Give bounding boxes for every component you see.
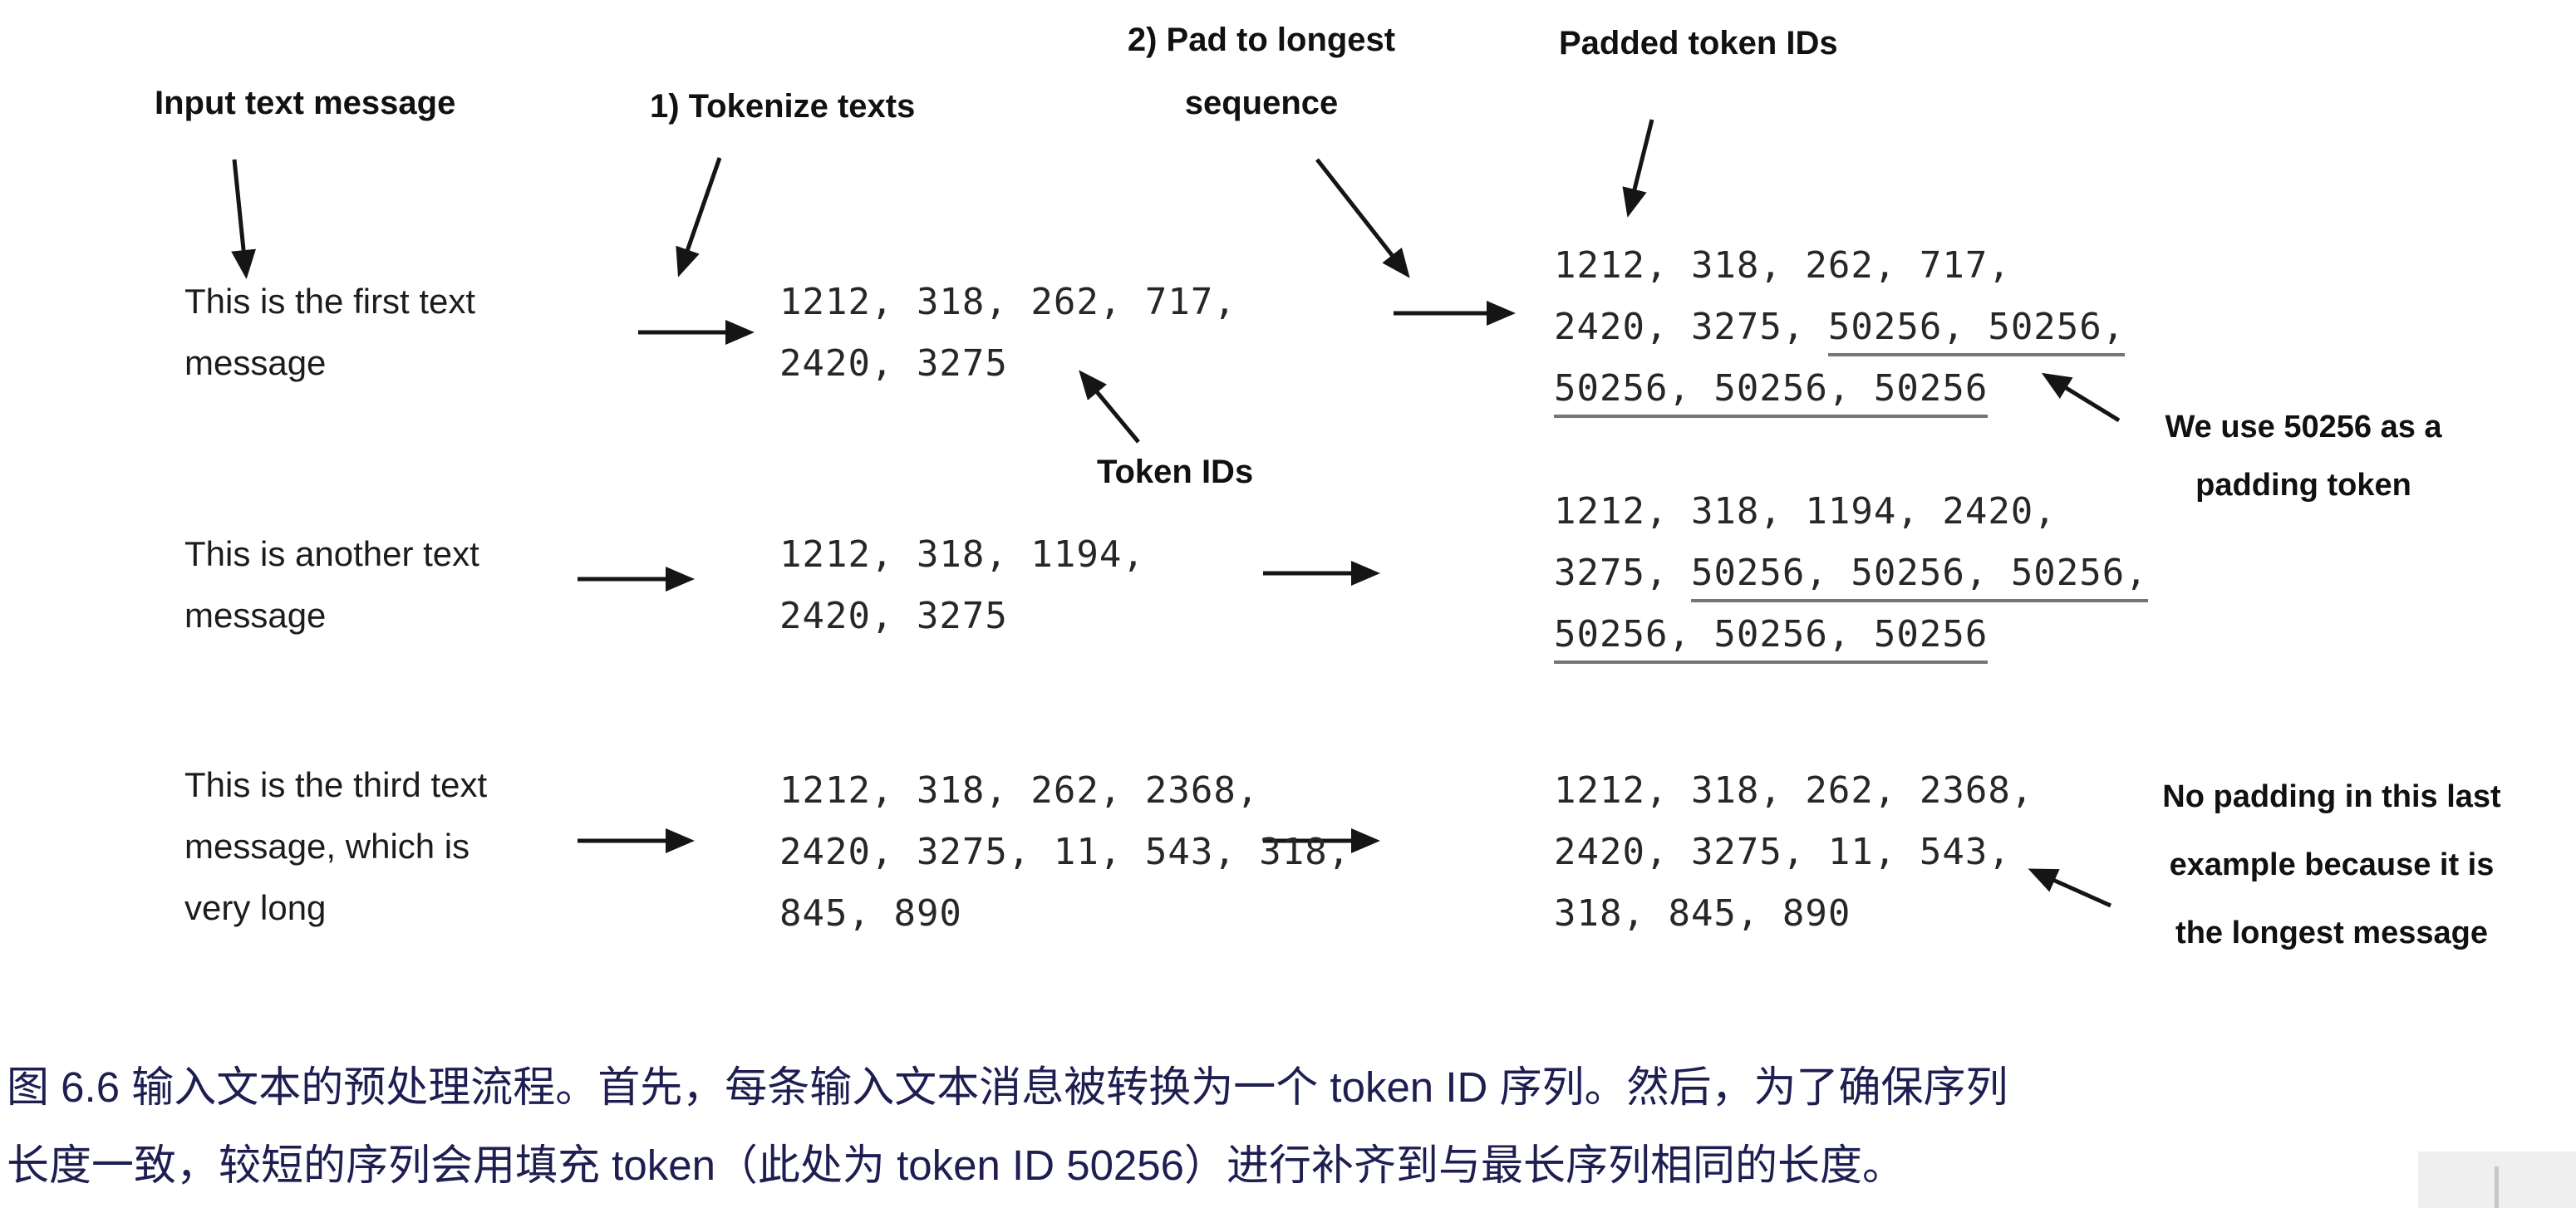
- token-line: 1212, 318, 1194, 2420,: [1554, 490, 2057, 533]
- figure-caption: 图 6.6 输入文本的预处理流程。首先，每条输入文本消息被转换为一个 token…: [7, 1048, 2008, 1205]
- arrow-tokenize-down: [676, 157, 722, 277]
- padding-tokens-underlined: 50256, 50256,: [1827, 306, 2126, 356]
- label-tokenize-texts: 1) Tokenize texts: [650, 88, 916, 125]
- arrow-no-padding-note: [2028, 868, 2112, 908]
- text-line: This is another text: [184, 534, 479, 573]
- token-ids-2: 1212, 318, 1194, 2420, 3275: [779, 524, 1145, 647]
- label-pad-line2: sequence: [1184, 85, 1339, 121]
- text-line: message: [184, 596, 327, 635]
- token-line: 845, 890: [779, 892, 962, 935]
- annotation-padding-token: We use 50256 as a padding token: [2079, 398, 2528, 514]
- padding-tokens-underlined: 50256, 50256, 50256,: [1690, 552, 2148, 602]
- arrow-padded-ids-down: [1622, 119, 1654, 218]
- token-line: 50256, 50256, 50256: [1554, 358, 2125, 420]
- text-line: This is the first text: [184, 282, 476, 321]
- padding-tokens-underlined: 50256, 50256, 50256: [1554, 613, 1989, 664]
- text-line: example because it is: [2169, 847, 2495, 882]
- token-line: 1212, 318, 262, 2368,: [1554, 769, 2034, 812]
- label-pad-line1: 2) Pad to longest: [1127, 22, 1396, 58]
- text-line: We use 50256 as a: [2165, 410, 2442, 444]
- token-line: 3275, 50256, 50256, 50256,: [1554, 543, 2148, 604]
- padded-token-ids-3: 1212, 318, 262, 2368, 2420, 3275, 11, 54…: [1554, 760, 2033, 945]
- input-message-2: This is another text message: [184, 523, 479, 646]
- caption-line-1: 图 6.6 输入文本的预处理流程。首先，每条输入文本消息被转换为一个 token…: [7, 1063, 2008, 1111]
- token-line: 318, 845, 890: [1554, 892, 1851, 935]
- text-line: very long: [184, 888, 327, 927]
- token-line: 2420, 3275: [779, 595, 1008, 637]
- token-ids-1: 1212, 318, 262, 717, 2420, 3275: [779, 272, 1236, 395]
- padding-tokens-underlined: 50256, 50256, 50256: [1554, 367, 1989, 418]
- token-line: 50256, 50256, 50256: [1554, 604, 2148, 665]
- token-line: 2420, 3275: [779, 342, 1008, 385]
- padded-token-ids-1: 1212, 318, 262, 717, 2420, 3275, 50256, …: [1554, 235, 2126, 420]
- text-line: message, which is: [184, 827, 470, 866]
- token-line: 2420, 3275, 50256, 50256,: [1554, 297, 2126, 358]
- label-token-ids: Token IDs: [1097, 454, 1254, 490]
- text-line: This is the third text: [184, 765, 488, 804]
- annotation-no-padding: No padding in this last example because …: [2091, 763, 2573, 967]
- cursor-artifact-line: [2495, 1166, 2499, 1208]
- arrow-input-text-down: [231, 159, 256, 279]
- input-message-1: This is the first text message: [184, 271, 475, 394]
- text-line: padding token: [2195, 468, 2411, 503]
- token-line: 2420, 3275, 11, 543,: [1554, 831, 2011, 873]
- token-ids-3: 1212, 318, 262, 2368, 2420, 3275, 11, 54…: [779, 760, 1350, 945]
- arrow-pad-down: [1315, 158, 1410, 278]
- text-line: message: [184, 343, 327, 382]
- text-line: No padding in this last: [2162, 779, 2501, 814]
- label-pad-to-longest: 2) Pad to longest sequence: [1102, 8, 1421, 135]
- input-message-3: This is the third text message, which is…: [184, 754, 487, 939]
- token-line: 1212, 318, 1194,: [779, 533, 1145, 576]
- caption-line-2: 长度一致，较短的序列会用填充 token（此处为 token ID 50256）…: [7, 1142, 1905, 1189]
- token-line: 1212, 318, 262, 717,: [1554, 244, 2011, 287]
- arrow-token-ids-label: [1079, 370, 1140, 444]
- arrow-padding-note: [2041, 372, 2121, 423]
- text-line: the longest message: [2175, 916, 2488, 950]
- token-line: 1212, 318, 262, 2368,: [779, 769, 1260, 812]
- label-padded-token-ids: Padded token IDs: [1559, 25, 1838, 61]
- token-line: 1212, 318, 262, 717,: [779, 281, 1236, 323]
- label-input-text-message: Input text message: [155, 85, 456, 121]
- token-line: 2420, 3275, 11, 543, 318,: [779, 831, 1351, 873]
- padded-token-ids-2: 1212, 318, 1194, 2420, 3275, 50256, 5025…: [1554, 481, 2148, 665]
